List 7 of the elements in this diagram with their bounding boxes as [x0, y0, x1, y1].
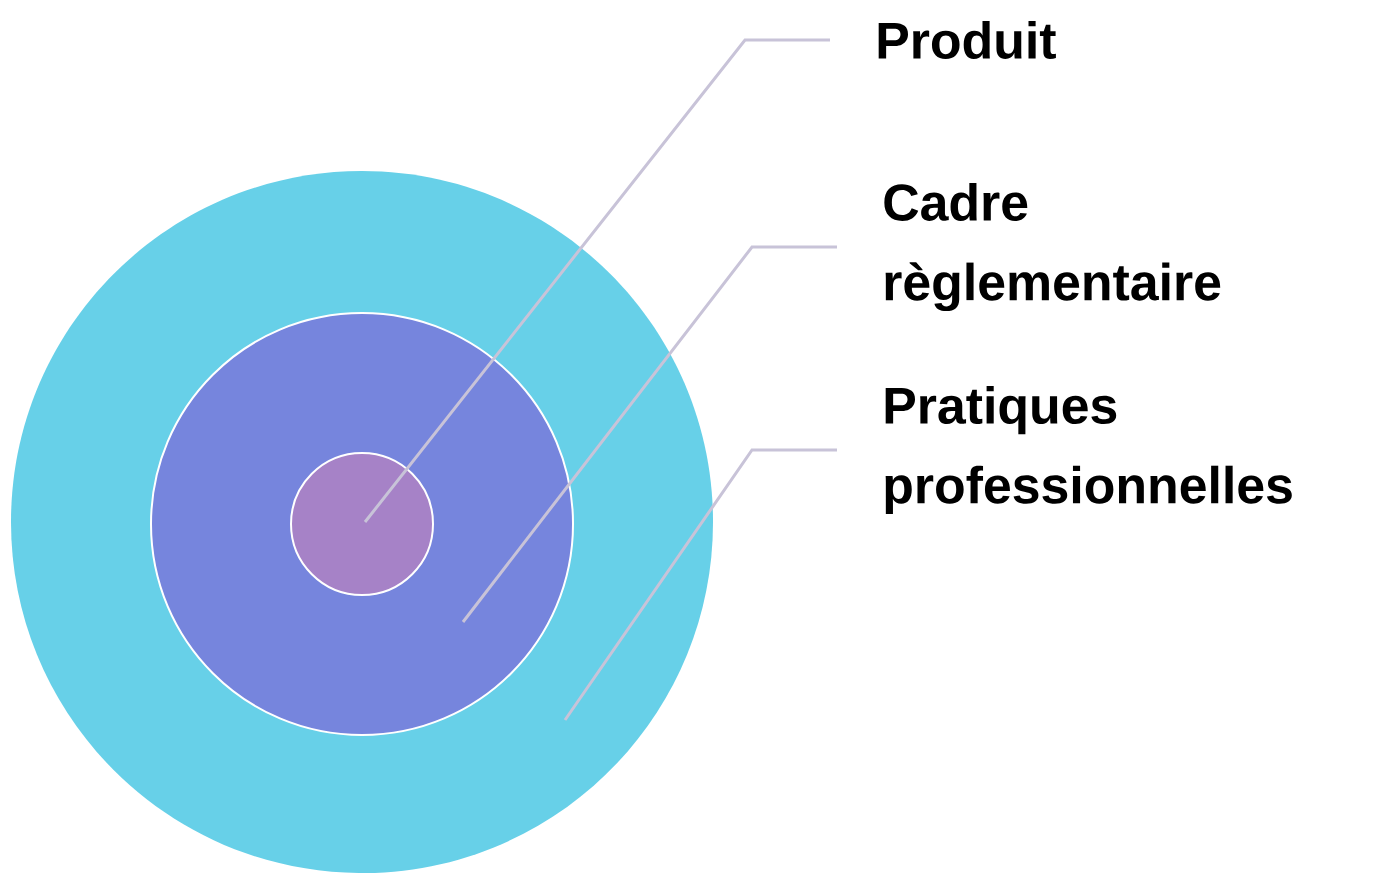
circle-shape: [290, 452, 434, 596]
label-text: Pratiques professionnelles: [885, 386, 1292, 514]
leader-line: [363, 38, 830, 523]
label-text: Produit: [878, 20, 1056, 59]
leader-line: [461, 245, 837, 623]
label-text: Cadre règlementaire: [884, 182, 1221, 312]
leader-line: [563, 448, 837, 721]
